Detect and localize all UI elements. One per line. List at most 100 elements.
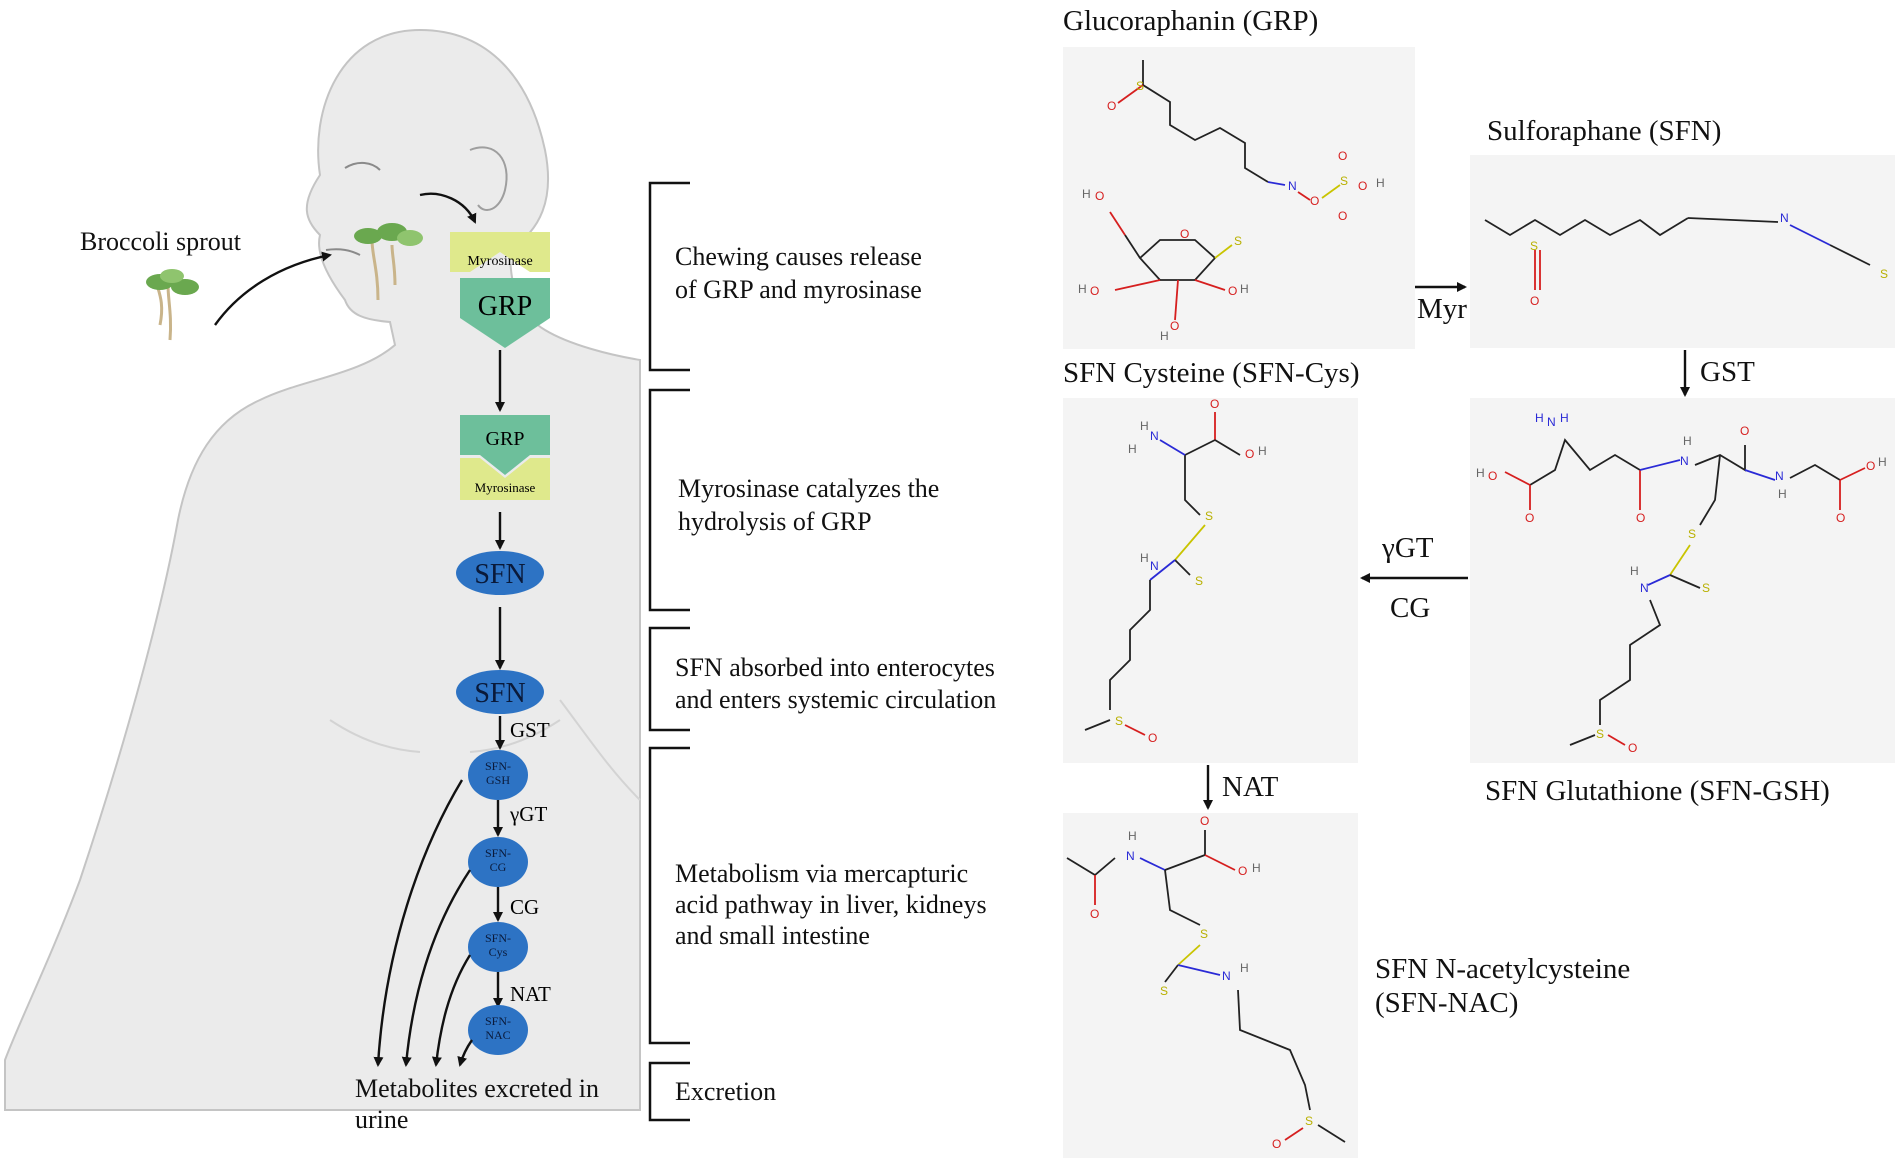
svg-text:O: O [1530,294,1539,308]
svg-text:S: S [1160,984,1168,998]
svg-text:H: H [1683,434,1692,448]
stage-5-line1: Excretion [675,1077,776,1106]
stage-4-line2: acid pathway in liver, kidneys [675,890,987,919]
svg-text:S: S [1702,581,1710,595]
sprout-in-mouth-icon [354,223,423,301]
excreted-label-line2: urine [355,1105,408,1134]
broccoli-sprout-icon [146,269,199,341]
sfn-nac-title-line1: SFN N-acetylcysteine [1375,953,1630,985]
grp-title: Glucoraphanin (GRP) [1063,5,1318,37]
svg-text:H: H [1078,282,1087,296]
svg-text:O: O [1866,459,1875,473]
grp-top-shape: GRP [460,278,550,348]
svg-text:O: O [1245,447,1254,461]
svg-text:S: S [1340,174,1348,188]
svg-text:O: O [1836,511,1845,525]
sfn-cys-title: SFN Cysteine (SFN-Cys) [1063,357,1360,389]
svg-text:N: N [1775,469,1784,483]
sfn-nac-label: SFN-NAC [485,1014,511,1042]
svg-text:N: N [1640,581,1649,595]
svg-text:H: H [1160,329,1169,343]
excretion-arrow-2 [401,869,471,1067]
svg-text:O: O [1210,397,1219,411]
sfn-cys-structure-panel [1063,398,1358,763]
sfn-gsh-title: SFN Glutathione (SFN-GSH) [1485,775,1830,807]
svg-text:S: S [1596,727,1604,741]
stage-brackets [648,181,690,1122]
svg-text:S: S [1195,574,1203,588]
sfn-cg-label: SFN-CG [485,846,511,874]
sfn-nac-title-line2: (SFN-NAC) [1375,987,1518,1019]
svg-text:S: S [1200,927,1208,941]
svg-text:H: H [1878,455,1887,469]
myrosinase-top-shape: Myrosinase [450,232,550,272]
grp-top-label: GRP [478,291,532,322]
svg-text:O: O [1358,179,1367,193]
svg-text:O: O [1180,227,1189,241]
svg-text:N: N [1150,429,1159,443]
svg-text:S: S [1688,527,1696,541]
sfn-gsh-label: SFN-GSH [485,759,511,787]
sfn-structure: S O N S [1484,211,1888,308]
svg-text:H: H [1476,466,1485,480]
svg-text:O: O [1090,907,1099,921]
nat-left-label: NAT [510,982,551,1006]
svg-text:H: H [1778,487,1787,501]
myrosinase-mid-label: Myrosinase [475,480,536,495]
svg-text:O: O [1095,189,1104,203]
svg-text:H: H [1376,176,1385,190]
sfn-title: Sulforaphane (SFN) [1487,115,1721,147]
sfn-1-node: SFN [456,551,544,595]
svg-text:S: S [1305,1114,1313,1128]
grp-mid-label: GRP [486,428,525,450]
cg-left-label: CG [510,895,539,919]
grp-mid-shape: GRP Myrosinase [460,415,550,500]
stage-4-line3: and small intestine [675,921,870,950]
svg-text:N: N [1288,179,1297,193]
excretion-arrow-4 [457,1039,473,1067]
svg-text:O: O [1488,469,1497,483]
svg-text:S: S [1205,509,1213,523]
svg-text:O: O [1148,731,1157,745]
sfn-nac-node: SFN-NAC [468,1005,528,1055]
sfn-cys-node: SFN-Cys [468,922,528,972]
sfn-gsh-node: SFN-GSH [468,750,528,800]
gst-right-label: GST [1700,356,1755,388]
svg-text:O: O [1090,284,1099,298]
svg-text:H: H [1240,961,1249,975]
sfn-1-label: SFN [474,559,525,590]
svg-text:H: H [1140,551,1149,565]
broccoli-label: Broccoli sprout [80,227,242,256]
sfn-2-node: SFN [456,670,544,714]
sprout-to-mouth-arrow [214,251,332,326]
gst-left-label: GST [510,718,550,742]
human-body-silhouette [4,28,641,1111]
sfn-2-label: SFN [474,678,525,709]
stage-2-line2: hydrolysis of GRP [678,507,872,536]
excretion-arrow-3 [431,954,472,1067]
svg-text:H: H [1560,411,1569,425]
myrosinase-arrow [419,192,477,224]
svg-text:O: O [1310,194,1319,208]
sfn-cys-structure: O O H H N H S S N H S O [1084,397,1267,745]
excreted-label-line1: Metabolites excreted in [355,1074,599,1103]
ygt-right-label: γGT [1381,532,1434,564]
grp-structure-panel [1063,47,1415,349]
svg-text:O: O [1272,1137,1281,1151]
nat-right-label: NAT [1222,771,1279,803]
svg-text:O: O [1107,99,1116,113]
sfn-nac-structure: O H N O O H S S N H S O [1066,814,1346,1151]
svg-text:N: N [1780,211,1789,225]
stage-2-line1: Myrosinase catalyzes the [678,474,939,503]
svg-text:O: O [1238,864,1247,878]
svg-text:O: O [1338,149,1347,163]
svg-text:O: O [1740,424,1749,438]
svg-text:S: S [1880,267,1888,281]
svg-text:H: H [1258,444,1267,458]
svg-text:H: H [1082,187,1091,201]
ygt-left-label: γGT [509,802,547,826]
svg-text:N: N [1126,849,1135,863]
svg-text:H: H [1630,564,1639,578]
svg-text:O: O [1628,741,1637,755]
